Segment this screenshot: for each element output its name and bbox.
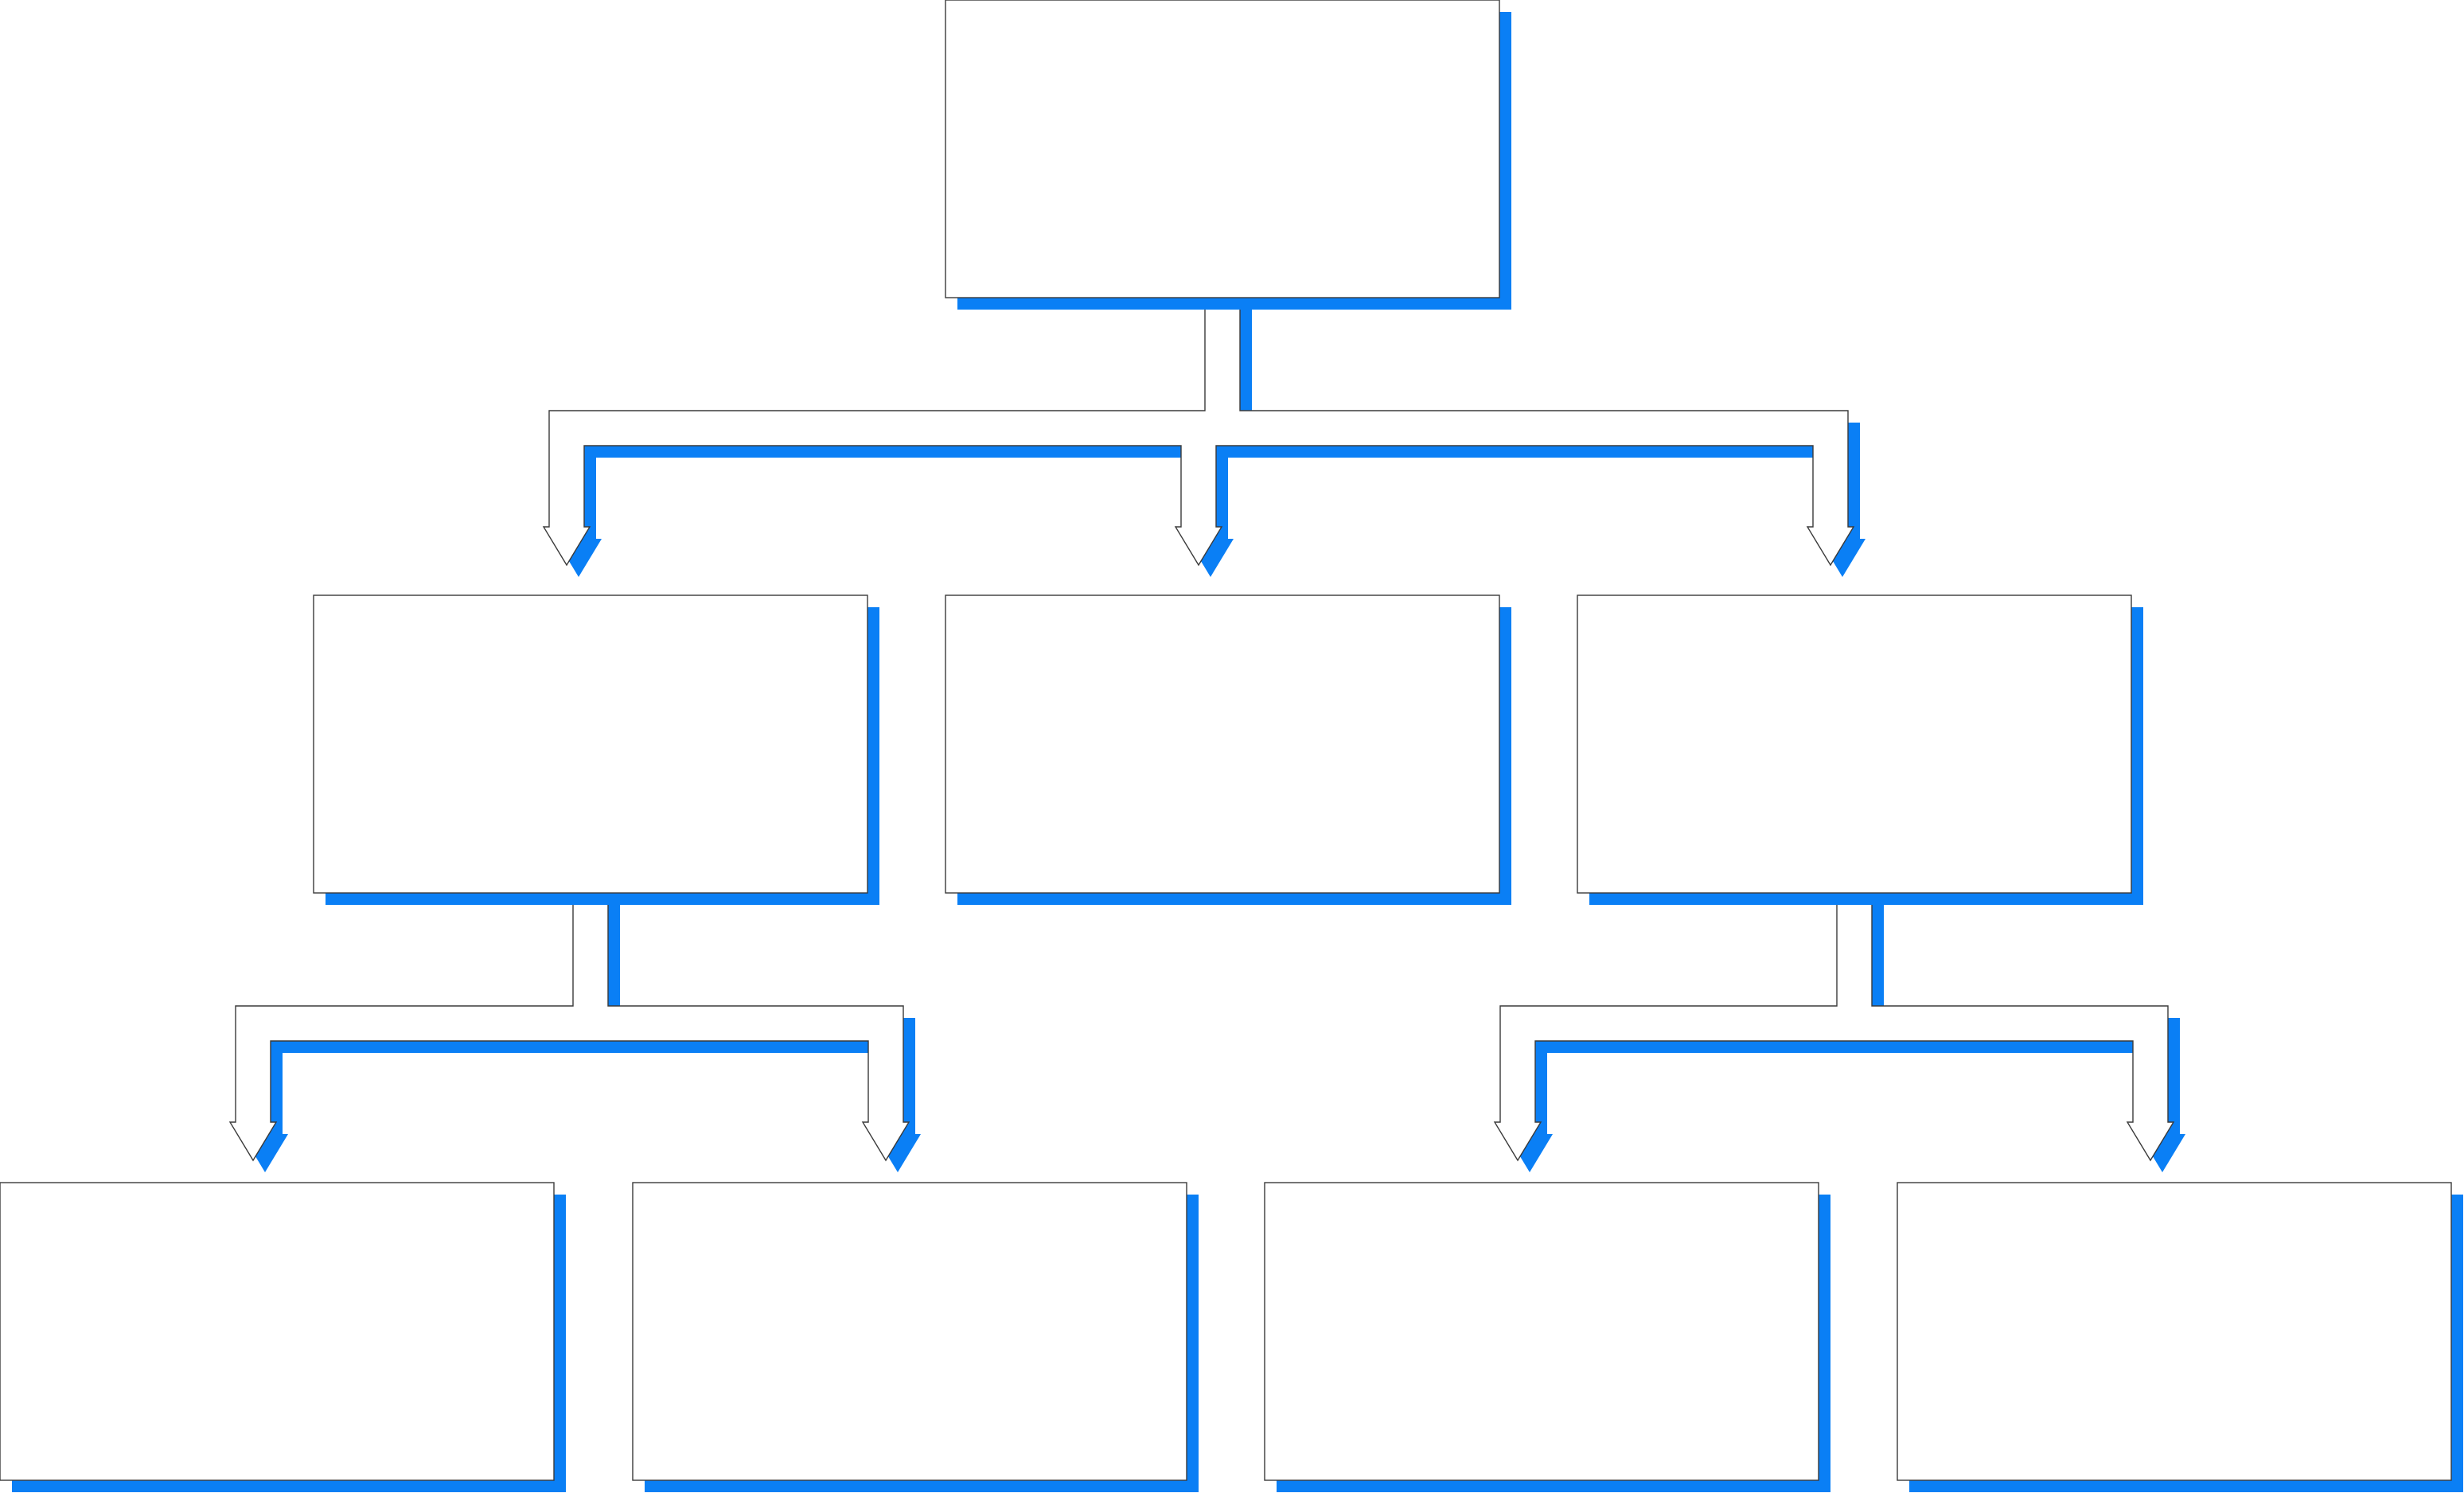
connectors-layer bbox=[228, 295, 2185, 1172]
connector-root bbox=[542, 295, 1866, 577]
node-child-middle bbox=[945, 594, 1511, 905]
connector-arrow bbox=[1493, 891, 2175, 1162]
connector-arrow bbox=[228, 891, 910, 1162]
node-box bbox=[1897, 1182, 2452, 1481]
node-grandchild-3 bbox=[1264, 1182, 1830, 1492]
node-box bbox=[945, 594, 1500, 894]
node-grandchild-4 bbox=[1897, 1182, 2463, 1492]
node-grandchild-2 bbox=[632, 1182, 1199, 1492]
connector-child-right bbox=[1493, 891, 2185, 1172]
connector-arrow bbox=[542, 295, 1855, 567]
node-box bbox=[632, 1182, 1187, 1481]
node-box bbox=[1577, 594, 2132, 894]
node-child-right bbox=[1577, 594, 2143, 905]
node-root bbox=[945, 0, 1511, 310]
node-box bbox=[313, 594, 868, 894]
node-grandchild-1 bbox=[0, 1182, 566, 1492]
node-box bbox=[945, 0, 1500, 298]
node-box bbox=[0, 1182, 555, 1481]
connector-child-left bbox=[228, 891, 921, 1172]
node-child-left bbox=[313, 594, 879, 905]
node-box bbox=[1264, 1182, 1819, 1481]
